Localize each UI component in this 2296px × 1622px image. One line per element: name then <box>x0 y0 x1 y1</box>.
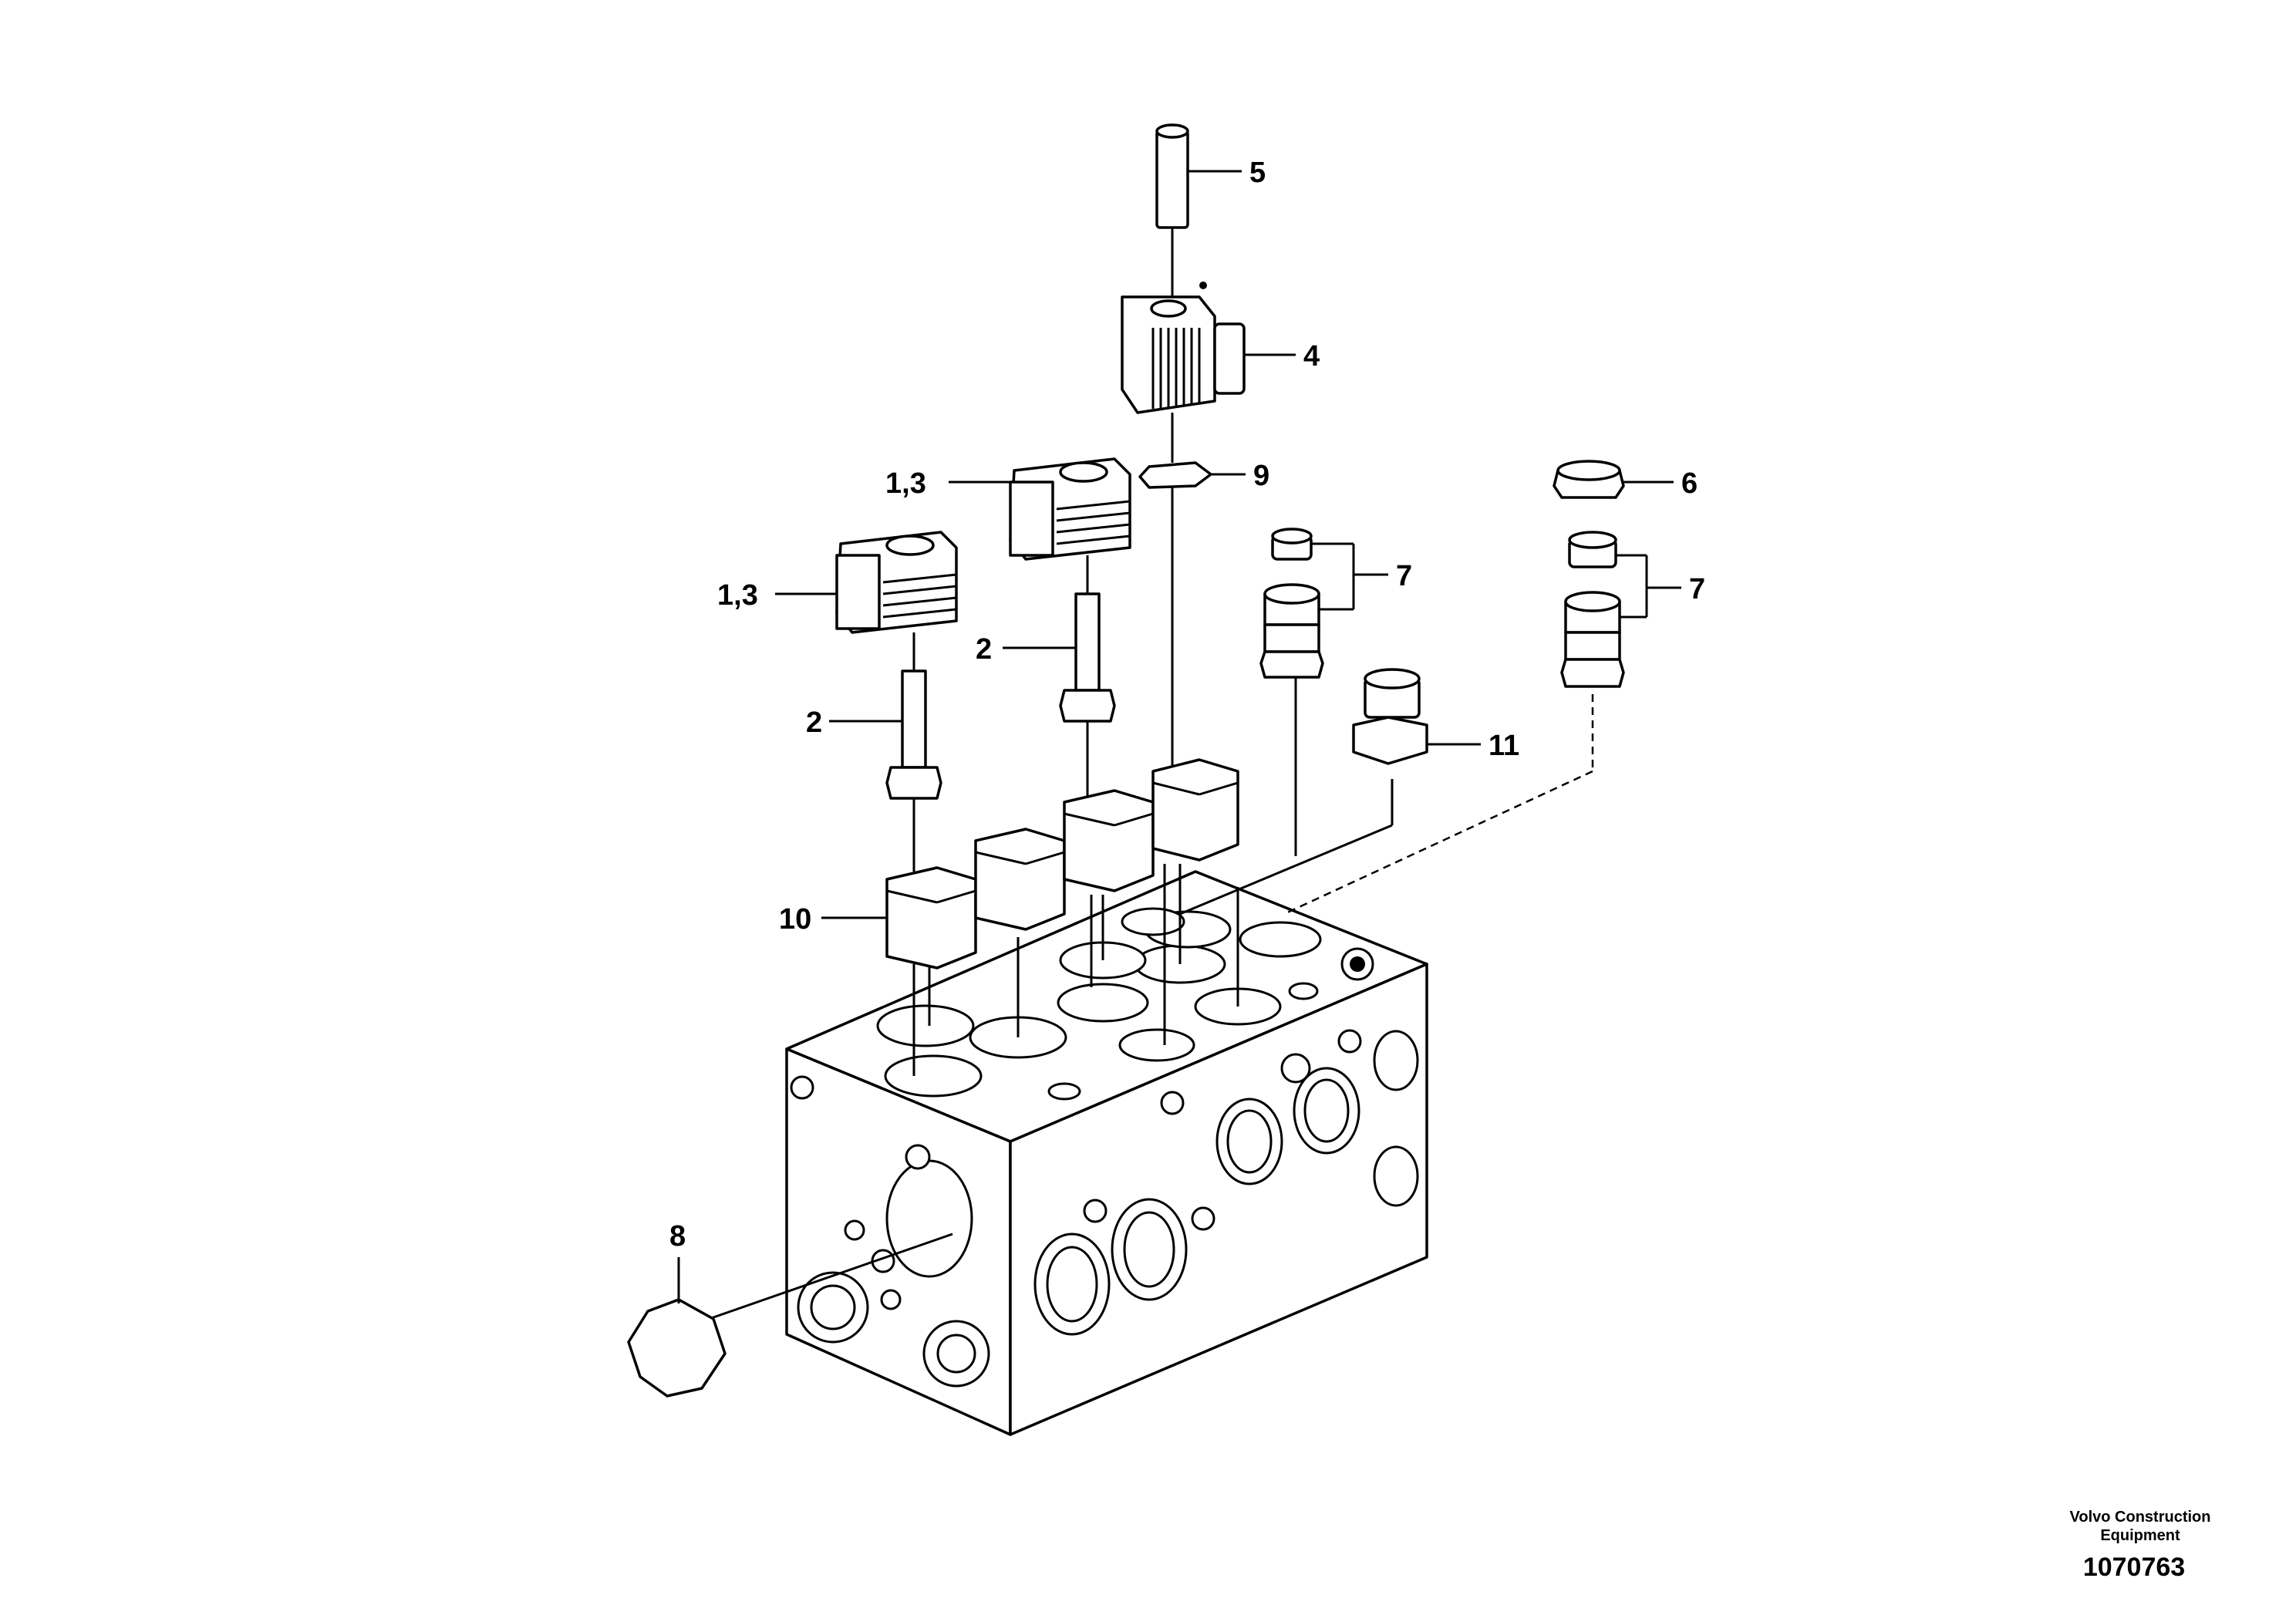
cap-part-6 <box>1553 460 1625 499</box>
spool-part-2-upper <box>1059 592 1116 723</box>
nut-part-9 <box>1138 461 1212 489</box>
fitting-part-7-left <box>1259 528 1324 679</box>
valve-cap-part-10-c <box>1063 789 1155 892</box>
callout-7-left: 7 <box>1396 560 1412 592</box>
brand-line-1: Volvo Construction <box>2069 1509 2211 1526</box>
callout-2-lower: 2 <box>806 706 822 739</box>
brand-line-2: Equipment <box>2100 1527 2180 1544</box>
callout-2-upper: 2 <box>976 633 992 666</box>
callout-7-right: 7 <box>1689 573 1705 605</box>
plug-part-8 <box>627 1298 727 1398</box>
callout-leaders <box>677 170 1681 1303</box>
callout-1-3-upper: 1,3 <box>885 467 926 500</box>
callout-5: 5 <box>1249 157 1266 189</box>
valve-cap-part-10-d <box>1151 758 1239 862</box>
brand-label: Volvo Construction Equipment <box>2040 1508 2240 1545</box>
callout-6: 6 <box>1681 467 1698 500</box>
valve-cap-part-10-b <box>974 828 1066 931</box>
coil-part-4 <box>1121 282 1246 414</box>
front-ports <box>790 1075 990 1388</box>
plug-part-11 <box>1352 668 1428 765</box>
callout-9: 9 <box>1253 460 1269 492</box>
side-ports <box>1033 1029 1419 1336</box>
spool-part-2-lower <box>885 669 942 800</box>
callout-10: 10 <box>779 903 811 936</box>
callout-1-3-lower: 1,3 <box>717 579 758 612</box>
coil-part-1-3-upper <box>1009 457 1131 561</box>
callout-11: 11 <box>1489 730 1519 762</box>
callout-4: 4 <box>1303 340 1320 373</box>
callout-labels: 5 4 9 1,3 1,3 2 2 6 7 7 11 10 8 <box>669 157 1705 1253</box>
pin-part-5 <box>1155 123 1189 229</box>
document-number: 1070763 <box>2082 1553 2186 1582</box>
fitting-part-7-right <box>1560 531 1625 688</box>
valve-block <box>785 870 1428 1436</box>
coil-part-1-3-lower <box>835 531 958 634</box>
valve-cap-part-10-a <box>885 866 977 969</box>
callout-8: 8 <box>669 1220 686 1253</box>
